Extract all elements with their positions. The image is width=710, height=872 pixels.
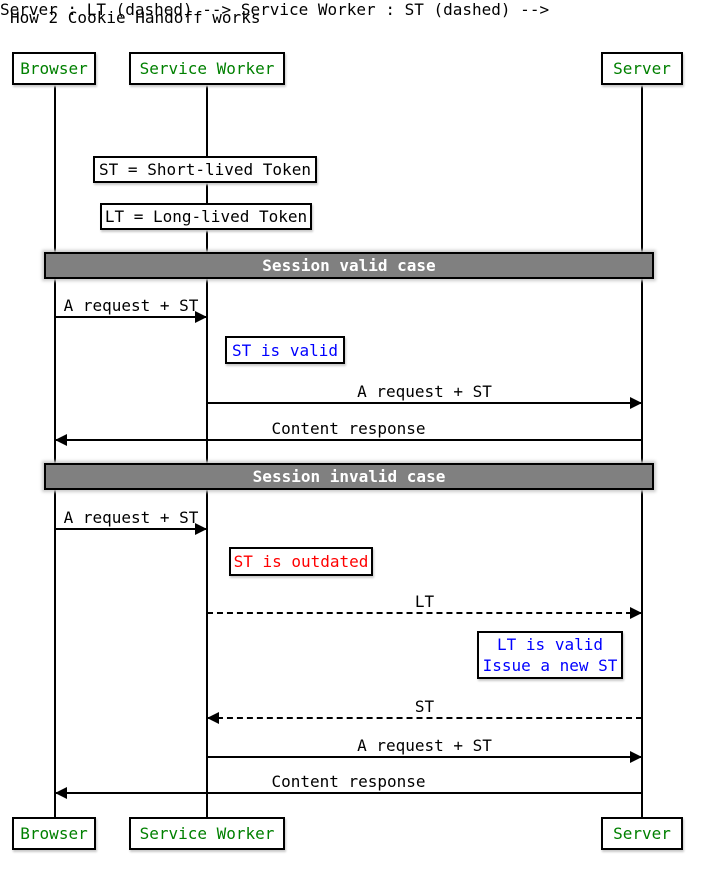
- message-content-response-2: Content response: [55, 772, 642, 799]
- message-request-st-2: A request + ST: [207, 382, 642, 409]
- lifeline-server: [641, 85, 643, 817]
- lifeline-service-worker: [206, 85, 208, 817]
- arrowhead-right-icon: [195, 311, 207, 323]
- actor-box-server-top: Server: [601, 52, 683, 85]
- message-label: A request + ST: [63, 508, 199, 527]
- arrow-line: [55, 439, 642, 441]
- diagram-title: How 2 Cookie Handoff works: [10, 8, 261, 27]
- note-st-outdated: ST is outdated: [229, 547, 373, 576]
- actor-box-service-worker-top: Service Worker: [129, 52, 285, 85]
- message-request-st-1: A request + ST: [55, 296, 207, 323]
- message-label: A request + ST: [357, 736, 492, 755]
- message-content-response-1: Content response: [55, 419, 642, 446]
- arrow-line: [207, 717, 642, 719]
- arrow-line: [55, 792, 642, 794]
- note-lt-valid: LT is valid Issue a new ST: [477, 631, 623, 679]
- arrow-line: [55, 316, 207, 318]
- lifeline-browser: [54, 85, 56, 817]
- arrow-line: [55, 528, 207, 530]
- arrowhead-left-icon: [55, 434, 67, 446]
- arrowhead-left-icon: [55, 787, 67, 799]
- note-line-1: LT is valid: [497, 635, 603, 654]
- message-st: ST: [207, 697, 642, 724]
- actor-box-service-worker-bottom: Service Worker: [129, 817, 285, 850]
- actor-box-browser-bottom: Browser: [12, 817, 96, 850]
- arrow-line: [207, 402, 642, 404]
- message-label: Content response: [271, 772, 426, 791]
- arrow-line: [207, 612, 642, 614]
- note-st-valid: ST is valid: [225, 336, 345, 364]
- message-label: ST: [414, 697, 435, 716]
- message-request-st-4: A request + ST: [207, 736, 642, 763]
- arrowhead-right-icon: [630, 397, 642, 409]
- arrowhead-left-icon: [207, 712, 219, 724]
- message-label: Content response: [271, 419, 426, 438]
- note-lt-definition: LT = Long-lived Token: [100, 203, 312, 230]
- actor-box-server-bottom: Server: [601, 817, 683, 850]
- note-st-definition: ST = Short-lived Token: [93, 156, 317, 183]
- arrowhead-right-icon: [630, 607, 642, 619]
- arrowhead-right-icon: [195, 523, 207, 535]
- message-label: LT: [414, 592, 435, 611]
- arrow-line: [207, 756, 642, 758]
- arrowhead-right-icon: [630, 751, 642, 763]
- message-label: A request + ST: [63, 296, 199, 315]
- actor-box-browser-top: Browser: [12, 52, 96, 85]
- divider-session-valid: Session valid case: [44, 252, 654, 279]
- message-request-st-3: A request + ST: [55, 508, 207, 535]
- note-line-2: Issue a new ST: [482, 656, 618, 675]
- divider-session-invalid: Session invalid case: [44, 463, 654, 490]
- message-lt: LT: [207, 592, 642, 619]
- message-label: A request + ST: [357, 382, 492, 401]
